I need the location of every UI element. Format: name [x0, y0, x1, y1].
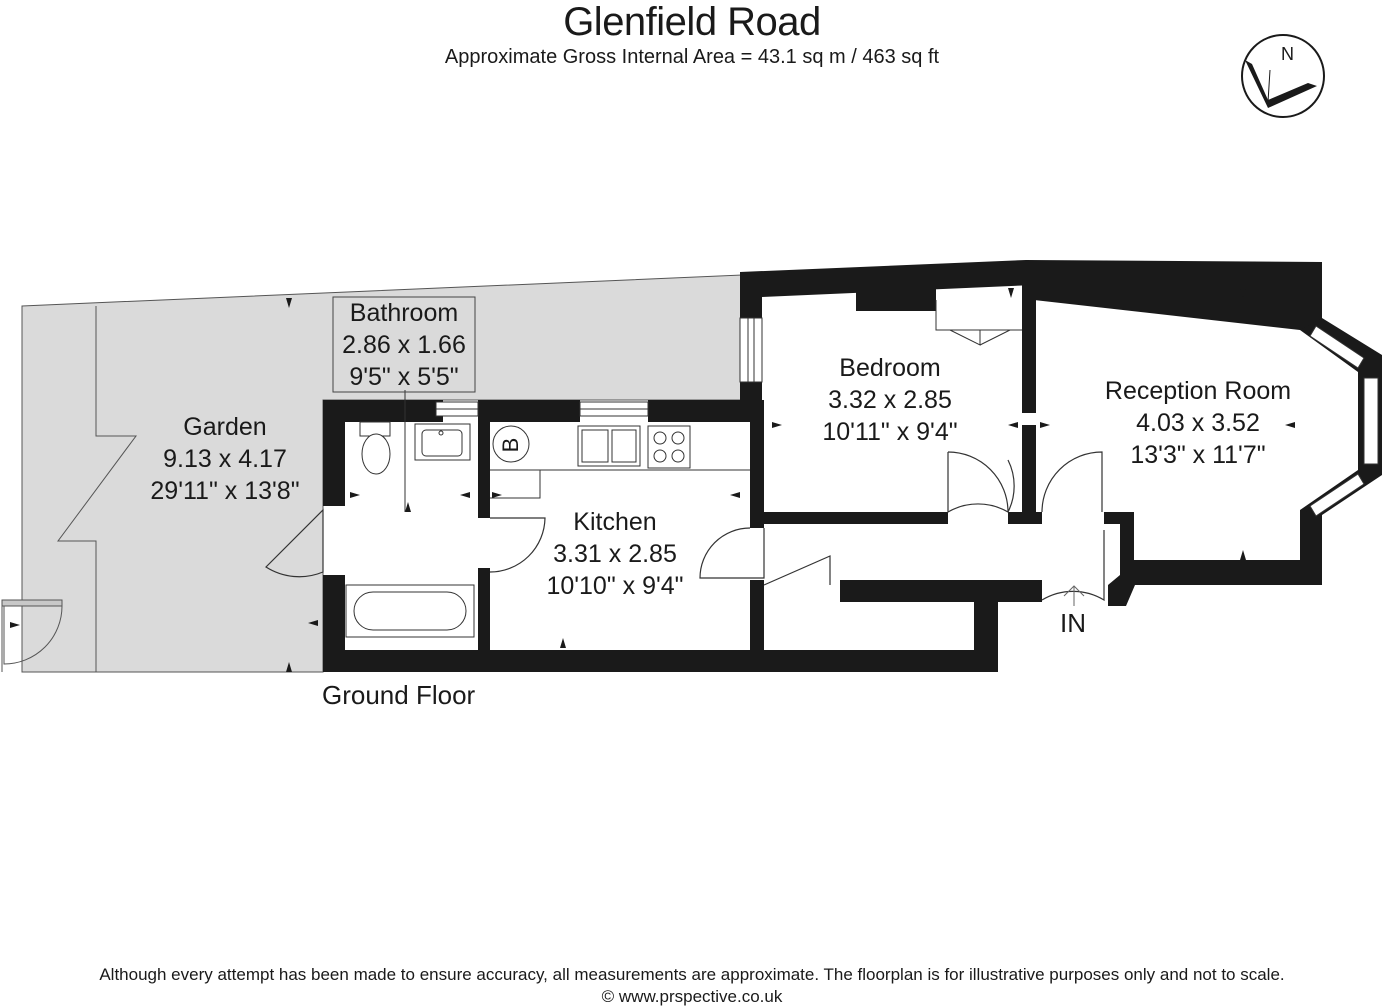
- garden-label: Garden 9.13 x 4.17 29'11" x 13'8": [130, 411, 320, 507]
- plan-title: Glenfield Road: [563, 0, 821, 44]
- garden-name: Garden: [183, 413, 267, 441]
- entrance-label: IN: [1060, 608, 1086, 638]
- bathroom-label-box: [332, 296, 476, 393]
- garden-metric: 9.13 x 4.17: [163, 445, 287, 473]
- walls: [323, 260, 1322, 672]
- bedroom-name: Bedroom: [839, 354, 941, 382]
- bathroom-imperial: 9'5" x 5'5": [349, 363, 459, 391]
- reception-imperial: 13'3" x 11'7": [1130, 441, 1266, 469]
- bedroom-metric: 3.32 x 2.85: [828, 386, 952, 414]
- kitchen-metric: 3.31 x 2.85: [553, 540, 677, 568]
- windows: [435, 317, 763, 417]
- copyright: © www.prspective.co.uk: [601, 987, 783, 1006]
- entrance-arrow: [1063, 585, 1085, 606]
- area-subtitle: Approximate Gross Internal Area = 43.1 s…: [444, 46, 940, 68]
- kitchen-label: Kitchen 3.31 x 2.85 10'10" x 9'4": [520, 506, 710, 602]
- measure-ticks: [10, 288, 1295, 672]
- reception-label: Reception Room 4.03 x 3.52 13'3" x 11'7": [1088, 375, 1308, 471]
- reception-name: Reception Room: [1104, 377, 1292, 405]
- doors: [265, 451, 1105, 602]
- reception-metric: 4.03 x 3.52: [1136, 409, 1260, 437]
- compass-north-label: N: [1281, 44, 1294, 64]
- kitchen-name: Kitchen: [573, 508, 657, 536]
- bathroom-name: Bathroom: [349, 299, 459, 327]
- garden-imperial: 29'11" x 13'8": [150, 477, 300, 505]
- boiler-label: B: [498, 437, 523, 453]
- compass-icon: [1241, 34, 1325, 118]
- kitchen-fixtures: [490, 425, 750, 499]
- wardrobe: [935, 300, 1022, 346]
- bathroom-fixtures: [345, 421, 475, 638]
- floor-label: Ground Floor: [322, 680, 476, 710]
- disclaimer: Although every attempt has been made to …: [99, 965, 1285, 984]
- bathroom-label: Bathroom 2.86 x 1.66 9'5" x 5'5": [333, 297, 475, 393]
- bay-window: [1300, 318, 1382, 517]
- kitchen-imperial: 10'10" x 9'4": [546, 572, 684, 600]
- bedroom-label: Bedroom 3.32 x 2.85 10'11" x 9'4": [790, 352, 990, 448]
- bedroom-imperial: 10'11" x 9'4": [822, 418, 958, 446]
- bathroom-metric: 2.86 x 1.66: [342, 331, 466, 359]
